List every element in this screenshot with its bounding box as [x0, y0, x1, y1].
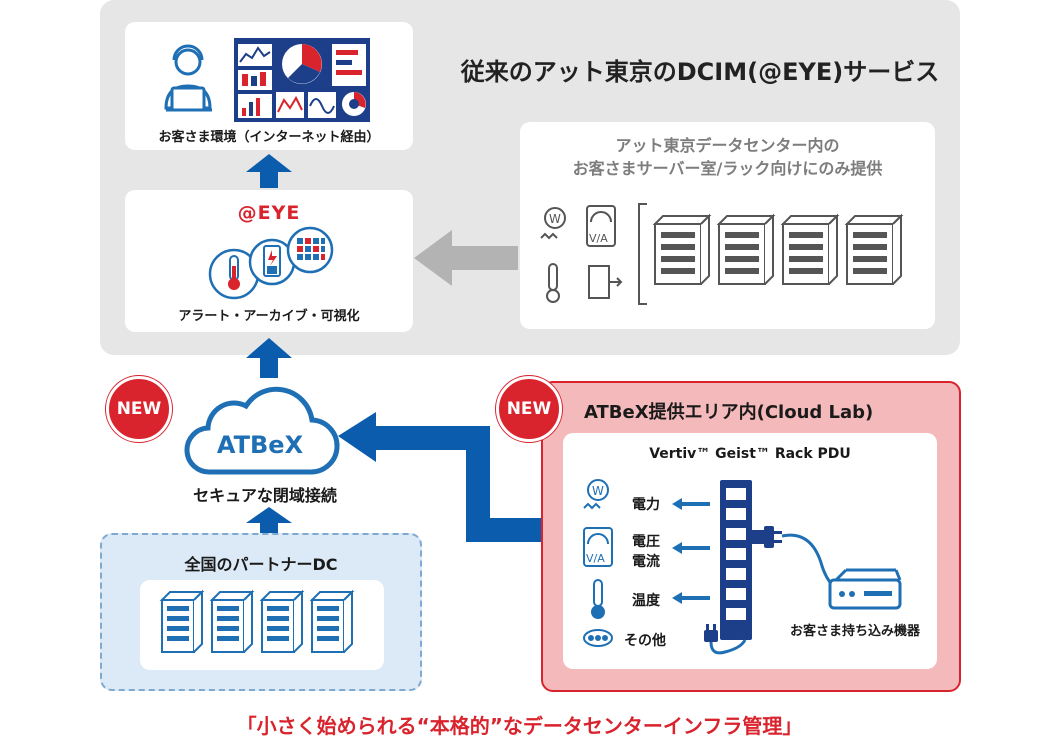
- door-icon: [588, 265, 623, 299]
- customer-device-icon: [828, 568, 902, 610]
- arrow-gray-dc-to-eye: [414, 230, 518, 286]
- svg-text:W: W: [592, 484, 604, 498]
- customer-device-label: お客さま持ち込み機器: [789, 624, 920, 639]
- legacy-service-title: 従来のアット東京のDCIM(@EYE)サービス: [460, 58, 940, 86]
- eye-logo: @EYE: [237, 202, 301, 224]
- dashboard-icon: [234, 38, 370, 122]
- voltmeter-icon: V/A: [586, 205, 616, 247]
- svg-text:V/A: V/A: [586, 552, 605, 565]
- partner-rack-illustration: [159, 589, 355, 653]
- partner-dc-title: 全国のパートナーDC: [184, 555, 338, 574]
- server-rack-icon: [159, 589, 205, 653]
- server-rack-icon: [844, 213, 904, 285]
- new-badge-cloud-lab: NEW: [496, 376, 562, 442]
- voltmeter-icon: V/A: [583, 527, 613, 567]
- dc-rack-illustration: W V/A: [540, 203, 904, 305]
- metric-label-voltage-current: 電圧 電流: [632, 534, 660, 570]
- arrow-atbex-area-to-cloud: [338, 412, 546, 542]
- operator-icon: [164, 44, 212, 112]
- battery-icon: [248, 238, 296, 286]
- metric-label-power: 電力: [632, 497, 660, 513]
- thermometer-icon: [546, 263, 560, 303]
- metric-arrows: [672, 498, 710, 604]
- server-rack-icon: [652, 213, 712, 285]
- tagline: 「小さく始められる“本格的”なデータセンターインフラ管理」: [236, 714, 803, 738]
- secure-closed-connection-caption: セキュアな閉域接続: [193, 486, 337, 505]
- eye-service-caption: アラート・アーカイブ・可視化: [178, 309, 360, 324]
- server-rack-icon: [309, 589, 355, 653]
- new-badge-cloud: NEW: [106, 376, 172, 442]
- rack-pdu-title: Vertiv™ Geist™ Rack PDU: [649, 446, 851, 462]
- svg-text:V/A: V/A: [589, 232, 608, 245]
- customer-dashboard-illustration: [164, 38, 370, 122]
- server-rack-group: [652, 213, 904, 285]
- thermometer-icon: [591, 579, 605, 619]
- server-rack-icon: [780, 213, 840, 285]
- pdu-input-plug-icon: [704, 624, 718, 642]
- attokyo-dc-title: アット東京データセンター内の お客さまサーバー室/ラック向けにのみ提供: [572, 136, 883, 178]
- atbex-cloud-lab-title: ATBeX提供エリア内(Cloud Lab): [584, 402, 874, 423]
- power-plug-icon: [752, 526, 782, 548]
- server-rack-icon: [259, 589, 305, 653]
- atbex-cloud-label: ATBeX: [216, 431, 304, 459]
- atbex-cloud-icon: [184, 386, 340, 475]
- thermometer-icon: [208, 248, 260, 300]
- pdu-metric-icons: W V/A: [583, 479, 613, 647]
- metric-label-other: その他: [624, 633, 666, 649]
- arrow-up-cloud-to-eye: [246, 338, 292, 378]
- server-rack-icon: [209, 589, 255, 653]
- heatmap-grid-icon: [286, 226, 334, 274]
- wattmeter-icon: W: [583, 479, 609, 510]
- more-icon: [583, 629, 613, 647]
- metric-label-temperature: 温度: [632, 593, 660, 609]
- svg-text:W: W: [549, 212, 561, 226]
- eye-feature-icons: [208, 226, 334, 300]
- rack-pdu-strip: [720, 480, 752, 640]
- wattmeter-icon: W: [540, 207, 566, 240]
- arrow-up-partner-to-cloud: [246, 507, 292, 537]
- arrow-up-eye-to-customer: [246, 154, 292, 188]
- customer-environment-caption: お客さま環境（インターネット経由）: [158, 130, 380, 145]
- server-rack-icon: [716, 213, 776, 285]
- pdu-illustration: [672, 480, 902, 655]
